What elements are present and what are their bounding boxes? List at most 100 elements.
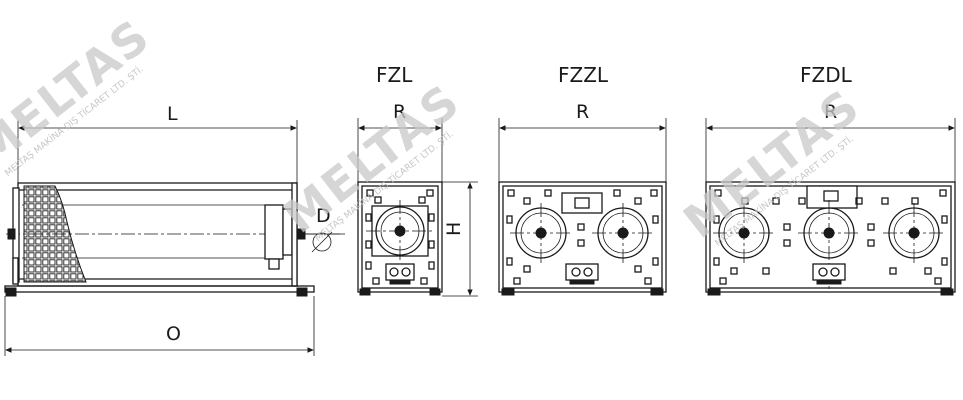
mounting-hole	[730, 267, 738, 275]
terminal-screw	[583, 267, 593, 277]
mounting-hole	[523, 265, 531, 273]
terminal-screw	[818, 267, 828, 277]
mounting-hole	[719, 277, 727, 285]
mounting-hole	[577, 223, 585, 231]
diameter-symbol	[312, 232, 332, 252]
foot	[359, 288, 371, 296]
mounting-hole	[941, 215, 948, 224]
view-label-fzzl: FZZL	[558, 63, 609, 87]
dimension-label-r: R	[824, 101, 837, 123]
dimension-label-o: O	[166, 323, 181, 345]
end-bracket	[12, 257, 19, 285]
terminal-base	[569, 279, 595, 285]
terminal-base	[389, 279, 411, 285]
foot	[5, 287, 17, 297]
motor-body	[264, 204, 284, 260]
shaft-end	[296, 228, 306, 240]
mounting-hole	[934, 277, 942, 285]
fzzl-housing	[498, 181, 667, 293]
mounting-hole	[714, 189, 722, 197]
mounting-hole	[507, 189, 515, 197]
mounting-hole	[911, 197, 919, 205]
mounting-hole	[713, 257, 720, 266]
side-view: L O D	[4, 103, 345, 356]
mounting-hole	[941, 257, 948, 266]
mounting-hole	[855, 197, 863, 205]
motor-tab	[268, 258, 280, 270]
foot	[650, 288, 664, 296]
watermark-brand: MELTAS	[0, 8, 160, 178]
foot	[940, 288, 954, 296]
mounting-hole	[762, 267, 770, 275]
fzzl-motor-box-inner	[574, 197, 590, 209]
base-plate	[4, 285, 315, 293]
dimension-label-d: D	[316, 205, 331, 227]
mounting-hole	[428, 240, 435, 249]
watermark-1: MELTAS MELTAŞ MAKİNA DIŞ TİCARET LTD. ŞT…	[0, 8, 160, 179]
fzl-housing	[357, 181, 443, 293]
mounting-hole	[652, 215, 659, 224]
mounting-hole	[365, 261, 372, 270]
mounting-hole	[652, 257, 659, 266]
fzl-view: FZL R H	[357, 63, 478, 297]
mounting-hole	[924, 267, 932, 275]
fzdl-terminal-block	[812, 263, 846, 281]
mounting-hole	[523, 197, 531, 205]
shaft-end	[7, 228, 16, 240]
dimension-label-h: H	[443, 222, 465, 236]
mounting-hole	[634, 197, 642, 205]
mounting-hole	[506, 215, 513, 224]
mounting-hole	[713, 215, 720, 224]
mounting-hole	[366, 189, 374, 197]
mounting-hole	[772, 197, 780, 205]
terminal-screw	[830, 267, 840, 277]
mounting-hole	[881, 197, 889, 205]
mounting-hole	[365, 213, 372, 222]
mounting-hole	[939, 189, 947, 197]
watermark-3: MELTAS MELTAŞ MAKİNA DIŞ TİCARET LTD. ŞT…	[674, 78, 871, 248]
mounting-hole	[634, 265, 642, 273]
terminal-base	[816, 279, 842, 285]
end-plate	[291, 182, 298, 287]
view-label-fzl: FZL	[376, 63, 413, 87]
mounting-hole	[783, 239, 791, 247]
mounting-hole	[428, 213, 435, 222]
foot	[429, 288, 441, 296]
mounting-hole	[372, 277, 380, 285]
dimension-label-l: L	[167, 103, 178, 125]
fzzl-terminal-block	[565, 263, 599, 281]
watermark-company: MELTAŞ MAKİNA DIŞ TİCARET LTD. ŞTİ.	[3, 64, 146, 179]
dimension-label-r: R	[576, 101, 589, 123]
fzl-housing-inner	[361, 185, 439, 289]
mounting-hole	[513, 277, 521, 285]
fzzl-housing-inner	[502, 185, 663, 289]
diameter-symbol	[311, 231, 333, 253]
mounting-hole	[798, 197, 806, 205]
foot	[707, 288, 721, 296]
view-label-fzdl: FZDL	[800, 63, 853, 87]
mounting-hole	[783, 223, 791, 231]
mounting-hole	[428, 261, 435, 270]
mounting-hole	[418, 196, 426, 204]
dimension-label-r: R	[393, 101, 406, 123]
mounting-hole	[613, 189, 621, 197]
terminal-screw	[389, 267, 399, 277]
mounting-hole	[365, 240, 372, 249]
motor-cap	[282, 208, 293, 256]
foot	[296, 287, 308, 297]
fzzl-view: FZZL R	[498, 63, 667, 296]
mounting-hole	[544, 189, 552, 197]
foot	[501, 288, 515, 296]
mounting-hole	[867, 239, 875, 247]
terminal-screw	[571, 267, 581, 277]
mounting-hole	[867, 223, 875, 231]
watermark-brand: MELTAS	[674, 78, 871, 248]
mounting-hole	[506, 257, 513, 266]
fzdl-view: FZDL R	[705, 63, 956, 296]
mounting-hole	[650, 189, 658, 197]
mounting-hole	[644, 277, 652, 285]
mounting-hole	[889, 267, 897, 275]
mounting-hole	[374, 196, 382, 204]
mounting-hole	[577, 239, 585, 247]
